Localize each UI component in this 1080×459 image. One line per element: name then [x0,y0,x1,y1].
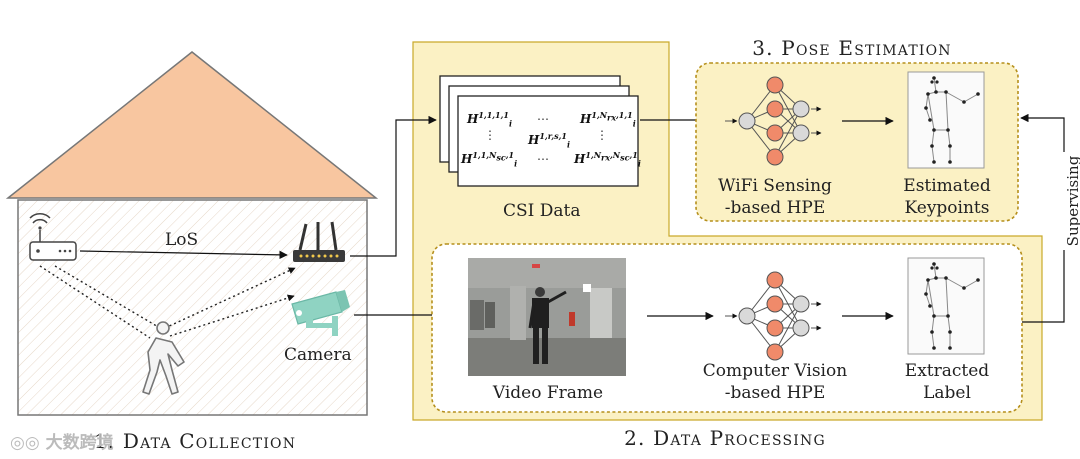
camera-label: Camera [284,345,352,365]
cv-hpe-label: Computer Vision -based HPE [700,360,850,404]
csi-data-label: CSI Data [503,201,581,221]
router-tx-icon [29,213,77,261]
video-frame-image [468,258,626,376]
reflection-paths [39,265,296,339]
csi-dots-bottom: ⋯ [537,152,549,166]
extracted-label-line1: Extracted [904,361,990,381]
csi-dots-top: ⋯ [537,112,549,126]
csi-vdots-right: ⋮ [596,128,608,142]
cv-hpe-network-icon [725,271,822,361]
video-frame-label: Video Frame [492,383,604,403]
estimated-label-line1: Estimated [903,176,991,196]
supervising-label: Supervising [1064,155,1080,247]
extracted-skeleton-icon [924,262,980,350]
csi-entry-bottom-right: H1,Nrx,Nsc,1i [574,150,641,169]
cv-hpe-label-line2: -based HPE [724,383,826,403]
pose-estimation-title: 3. Pose Estimation [752,36,952,60]
los-arrow [79,250,288,260]
csi-entry-top-right: H1,Nrx,1,1i [580,110,636,129]
extracted-label-panel [907,257,985,355]
rx-to-csi-arrow [350,115,437,257]
csi-entry-bottom-left: H1,1,Nsc,1i [461,150,518,169]
house-roof [5,51,379,199]
csi-entry-middle: H1,r,s,1i [528,131,571,150]
csi-stack [439,75,639,187]
wifi-hpe-label-line1: WiFi Sensing [718,176,832,196]
estimated-skeleton-icon [924,76,980,164]
estimated-label-line2: Keypoints [904,198,990,218]
data-processing-title: 2. Data Processing [624,426,826,450]
los-label: LoS [165,230,199,250]
csi-entry-top-left: H1,1,1,1i [467,110,513,129]
data-collection-title: 1. Data Collection [93,429,297,453]
person-icon [142,321,185,395]
cv-hpe-label-line1: Computer Vision [702,361,848,381]
estimated-keypoints-label: Estimated Keypoints [895,175,999,219]
watermark-icon: ◎◎ [10,433,46,453]
estimated-keypoints-panel [907,71,985,169]
router-rx-icon [293,221,345,262]
camera-icon [291,290,350,336]
wifi-hpe-label-line2: -based HPE [724,198,826,218]
wifi-hpe-network-icon [725,76,822,166]
extracted-label-label: Extracted Label [895,360,999,404]
watermark-logo: ◎◎ 大数跨境 [10,433,114,453]
extracted-label-line2: Label [923,383,971,403]
csi-vdots-left: ⋮ [484,128,496,142]
wifi-hpe-label: WiFi Sensing -based HPE [716,175,834,219]
